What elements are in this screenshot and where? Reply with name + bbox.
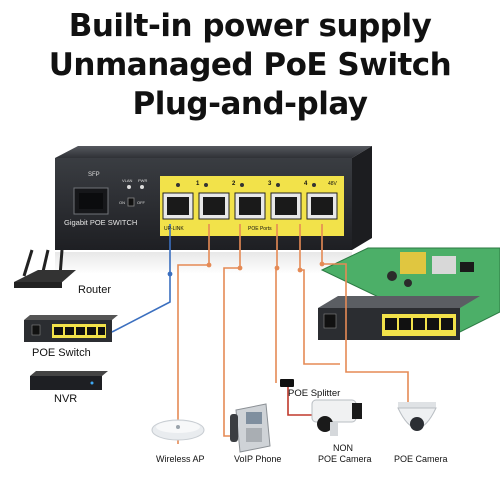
network-cables (111, 224, 409, 444)
headline-line-2: Unmanaged PoE Switch (48, 47, 452, 83)
router-device (14, 249, 76, 288)
port-number-4: 4 (304, 181, 308, 187)
sfp-label: SFP (88, 172, 100, 178)
nvr-label: NVR (54, 393, 78, 405)
nvr-device (30, 371, 108, 390)
wireless-ap-device (151, 419, 205, 441)
voip-phone-device (230, 403, 271, 453)
non-poe-camera-label-line-2: POE Camera (318, 454, 372, 464)
off-label: OFF (137, 200, 145, 205)
poe-switch-device (24, 315, 118, 342)
router-label: Router (78, 284, 112, 296)
headline-line-1: Built-in power supply (68, 8, 432, 44)
vlan-label: VLAN (122, 178, 133, 183)
ethernet-ports (162, 192, 338, 220)
wireless-ap-label: Wireless AP (156, 454, 205, 464)
headline-line-3: Plug-and-play (132, 86, 368, 122)
switch-model-label: Gigabit POE SWITCH (64, 218, 138, 227)
poe-switch-label: POE Switch (32, 347, 91, 359)
poe-ports-label: POE Ports (248, 226, 272, 232)
non-poe-camera-label-line-1: NON (333, 443, 353, 453)
non-poe-camera-device (311, 399, 362, 436)
poe-camera-label: POE Camera (394, 454, 448, 464)
poe-splitter-device (280, 379, 294, 387)
switch-internal-board (318, 247, 500, 340)
main-switch (55, 146, 372, 250)
port-number-1: 1 (196, 181, 200, 187)
uplink-label: UP-LINK (164, 226, 184, 232)
port-number-2: 2 (232, 181, 236, 187)
voip-phone-label: VoIP Phone (234, 454, 282, 464)
port-number-3: 3 (268, 181, 272, 187)
poe-camera-device (397, 402, 437, 431)
pwr-label: PWR (138, 178, 148, 183)
poe-splitter-label: POE Splitter (288, 388, 341, 399)
voltage-label: 48V (328, 181, 337, 187)
on-label: ON (119, 200, 125, 205)
